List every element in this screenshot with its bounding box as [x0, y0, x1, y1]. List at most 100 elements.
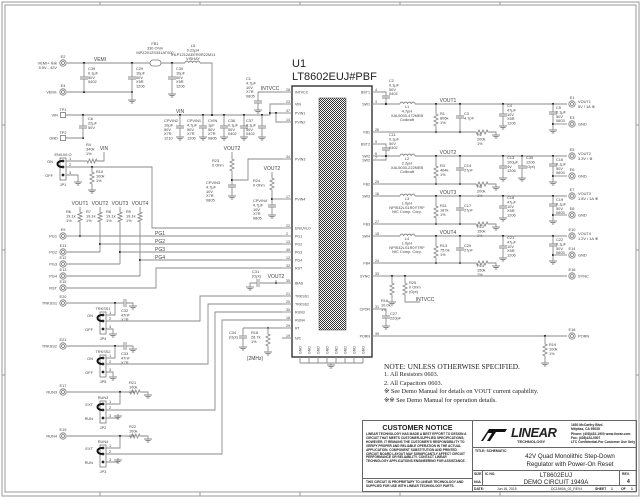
of-label: OF — [621, 487, 626, 491]
pin-number: 13 — [286, 240, 290, 244]
component-label-r9: R9 — [126, 209, 131, 214]
wire — [106, 371, 114, 375]
jumper-title: EN/UVLO — [54, 152, 71, 157]
component-label-c1: 10V — [246, 85, 253, 90]
turret-terminal-icon — [570, 194, 574, 198]
rev-value: 4 — [627, 479, 630, 485]
component-label-c34: C34 — [229, 330, 237, 335]
component-label-c22: 0603 — [556, 250, 565, 255]
ground-icon — [109, 332, 117, 338]
component-label-l2: XAL5030-222MEB — [391, 165, 424, 170]
terminal-ref: E1 — [570, 95, 575, 100]
ground-icon — [74, 180, 82, 186]
jumper-header — [99, 400, 107, 424]
ground-icon — [549, 128, 557, 134]
sheet-label: SHEET — [595, 487, 607, 491]
component-label-r10: R10 — [96, 169, 104, 174]
component-label-c5: 0.1µF — [556, 109, 567, 114]
component-label-r8: R8 — [106, 209, 111, 214]
logo-subtitle: TECHNOLOGY — [517, 439, 546, 444]
jumper-option: ON — [87, 313, 93, 318]
linear-logo-icon — [481, 429, 507, 441]
component-label-c18: 1206 — [507, 213, 516, 218]
component-label-c29: 50V — [136, 75, 143, 80]
pin-number: 32 — [286, 264, 290, 268]
component-label-c29: 1206 — [136, 84, 145, 89]
net-label-vout2: VOUT2 — [268, 274, 285, 280]
component-label-r24: 0 Ohm — [253, 182, 265, 187]
component-label-l1: 4.7µH — [402, 108, 413, 113]
net-label-vout2: VOUT2 — [440, 150, 457, 156]
terminal-ref: E14 — [569, 246, 577, 251]
component-label-c18: 10V — [507, 204, 514, 209]
terminal-ref: E2 — [61, 54, 66, 59]
address-line: Milpitas, CA 95035 — [571, 427, 600, 432]
component-label-c4: 47µF — [507, 107, 517, 112]
pin-name: RUN4 — [295, 318, 305, 322]
pin-name: EN/UVLO — [295, 226, 311, 230]
terminal-ref: E17 — [60, 383, 67, 388]
component-label-c2: C2 — [389, 78, 394, 83]
jumper-shunt — [96, 314, 103, 322]
pin-name: BST2 — [361, 142, 370, 146]
terminal-label: RUN3 — [46, 390, 57, 395]
component-label-c18: 47µF — [507, 199, 517, 204]
ic-number: LT8602EUJ — [539, 472, 573, 479]
size-label: SIZE — [474, 472, 482, 476]
terminal-label: GND — [578, 122, 587, 127]
component-label-c21: 10V — [507, 244, 514, 249]
component-label-l4: NIC Comp. Corp. — [392, 249, 422, 254]
pin-number: 18 — [286, 316, 290, 320]
pin-number: 40 — [286, 248, 290, 252]
component-label-c22: 50V — [556, 246, 563, 251]
component-label-r18: 28.7k — [251, 334, 261, 339]
component-label-c5: 0603 — [556, 118, 565, 123]
wire — [99, 152, 105, 162]
pin-name: TRKSS2 — [295, 302, 309, 306]
jumper-pin — [101, 370, 105, 374]
component-label-r4: R4 — [86, 142, 92, 147]
component-label-c31: (Opt) — [252, 273, 262, 278]
capacitor-symbol — [176, 125, 184, 129]
jumper-pin — [101, 446, 105, 450]
component-label-c35: 1206 — [526, 159, 535, 164]
component-label-c2: 0402 — [389, 91, 398, 96]
date-label: DATE: — [474, 487, 485, 491]
component-label-c21: 47µF — [507, 239, 517, 244]
terminal-ref: E15 — [60, 279, 67, 284]
pin-name: BST1 — [361, 90, 370, 94]
resistor-symbol — [474, 259, 490, 267]
jumper-pin — [61, 173, 65, 177]
turret-terminal-icon — [61, 390, 65, 394]
component-label-r3: 1% — [440, 172, 446, 177]
wire — [381, 143, 387, 148]
net-label-vemi: VEMI — [94, 57, 106, 63]
component-label-c6: 50V — [88, 125, 95, 130]
jumper-pin-number: 2 — [109, 405, 111, 410]
component-label-c1: 4.7µF — [246, 80, 257, 85]
pin-number: 26 — [375, 128, 379, 132]
capacitor-symbol — [456, 167, 464, 171]
component-label-c18: X5R — [507, 208, 515, 213]
jumper-option: ON — [87, 356, 93, 361]
component-label-r25: 0 Ohm — [409, 284, 421, 289]
terminal-sublabel: 3.3V / ※ — [578, 156, 593, 161]
component-label-c35: C35 — [526, 155, 533, 160]
title-line-2: Regulator with Power-On Reset — [526, 461, 614, 468]
component-label-r23: 0 Ohm — [212, 162, 224, 167]
component-label-cpvin2: 10µF — [164, 122, 174, 127]
jumper-option: OFF — [85, 327, 93, 332]
junction-dot — [384, 154, 388, 158]
component-label-r1: 806k — [440, 115, 448, 120]
component-label-c16: 0603 — [556, 170, 565, 175]
component-label-r1: R1 — [440, 111, 445, 116]
component-label-r7: 1% — [86, 218, 92, 223]
wire — [106, 436, 121, 449]
test-point-icon — [60, 112, 66, 118]
component-label-l4: L4 — [405, 236, 410, 241]
ground-icon — [541, 361, 549, 367]
ferrite-bead-symbol — [149, 59, 162, 67]
component-label-r5: 200k — [477, 188, 485, 193]
title-block: CUSTOMER NOTICE LINEAR TECHNOLOGY HAS MA… — [362, 420, 637, 492]
